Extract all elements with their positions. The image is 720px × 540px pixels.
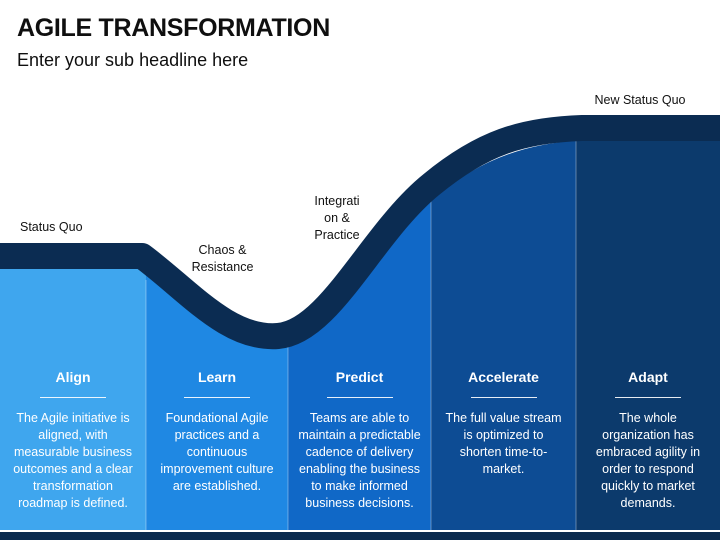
label-line: Integrati xyxy=(314,194,360,208)
stage-title-divider xyxy=(615,397,681,398)
stage-description: Foundational Agile practices and a conti… xyxy=(160,411,274,493)
stage-title-divider xyxy=(184,397,250,398)
stage-title: Accelerate xyxy=(468,369,539,385)
stage-accelerate: Accelerate The full value stream is opti… xyxy=(431,362,576,530)
label-line: on & xyxy=(324,211,350,225)
stage-area-adapt xyxy=(576,140,720,530)
label-new-status-quo: New Status Quo xyxy=(594,93,686,107)
page-title: AGILE TRANSFORMATION xyxy=(17,14,330,42)
label-status-quo: Status Quo xyxy=(20,220,83,234)
label-line: Practice xyxy=(314,228,360,242)
stage-area-accelerate xyxy=(431,140,576,530)
footer-bar xyxy=(0,532,720,540)
stage-title-divider xyxy=(40,397,106,398)
stage-title: Learn xyxy=(197,369,237,385)
stage-adapt: Adapt The whole organization has embrace… xyxy=(576,362,720,530)
stage-description: The full value stream is optimized to sh… xyxy=(445,411,562,476)
stage-title-divider xyxy=(470,397,537,398)
stage-title: Predict xyxy=(335,369,384,385)
stage-description: The Agile initiative is aligned, with me… xyxy=(13,411,133,510)
label-integration-practice: Integrati on & Practice xyxy=(305,193,369,244)
transformation-curve xyxy=(0,115,720,350)
stage-align: Align The Agile initiative is aligned, w… xyxy=(0,362,146,530)
label-line: Chaos & xyxy=(198,243,247,257)
stage-title-divider xyxy=(326,397,393,398)
stage-predict: Predict Teams are able to maintain a pre… xyxy=(288,362,431,530)
stage-description: Teams are able to maintain a predictable… xyxy=(298,411,421,510)
stage-title: Adapt xyxy=(628,369,668,385)
stage-learn: Learn Foundational Agile practices and a… xyxy=(146,362,288,530)
stage-title: Align xyxy=(55,369,91,385)
stage-description: The whole organization has embraced agil… xyxy=(595,411,701,510)
page-subtitle: Enter your sub headline here xyxy=(17,50,249,70)
label-chaos-resistance: Chaos & Resistance xyxy=(180,242,265,276)
label-line: Resistance xyxy=(191,260,254,274)
